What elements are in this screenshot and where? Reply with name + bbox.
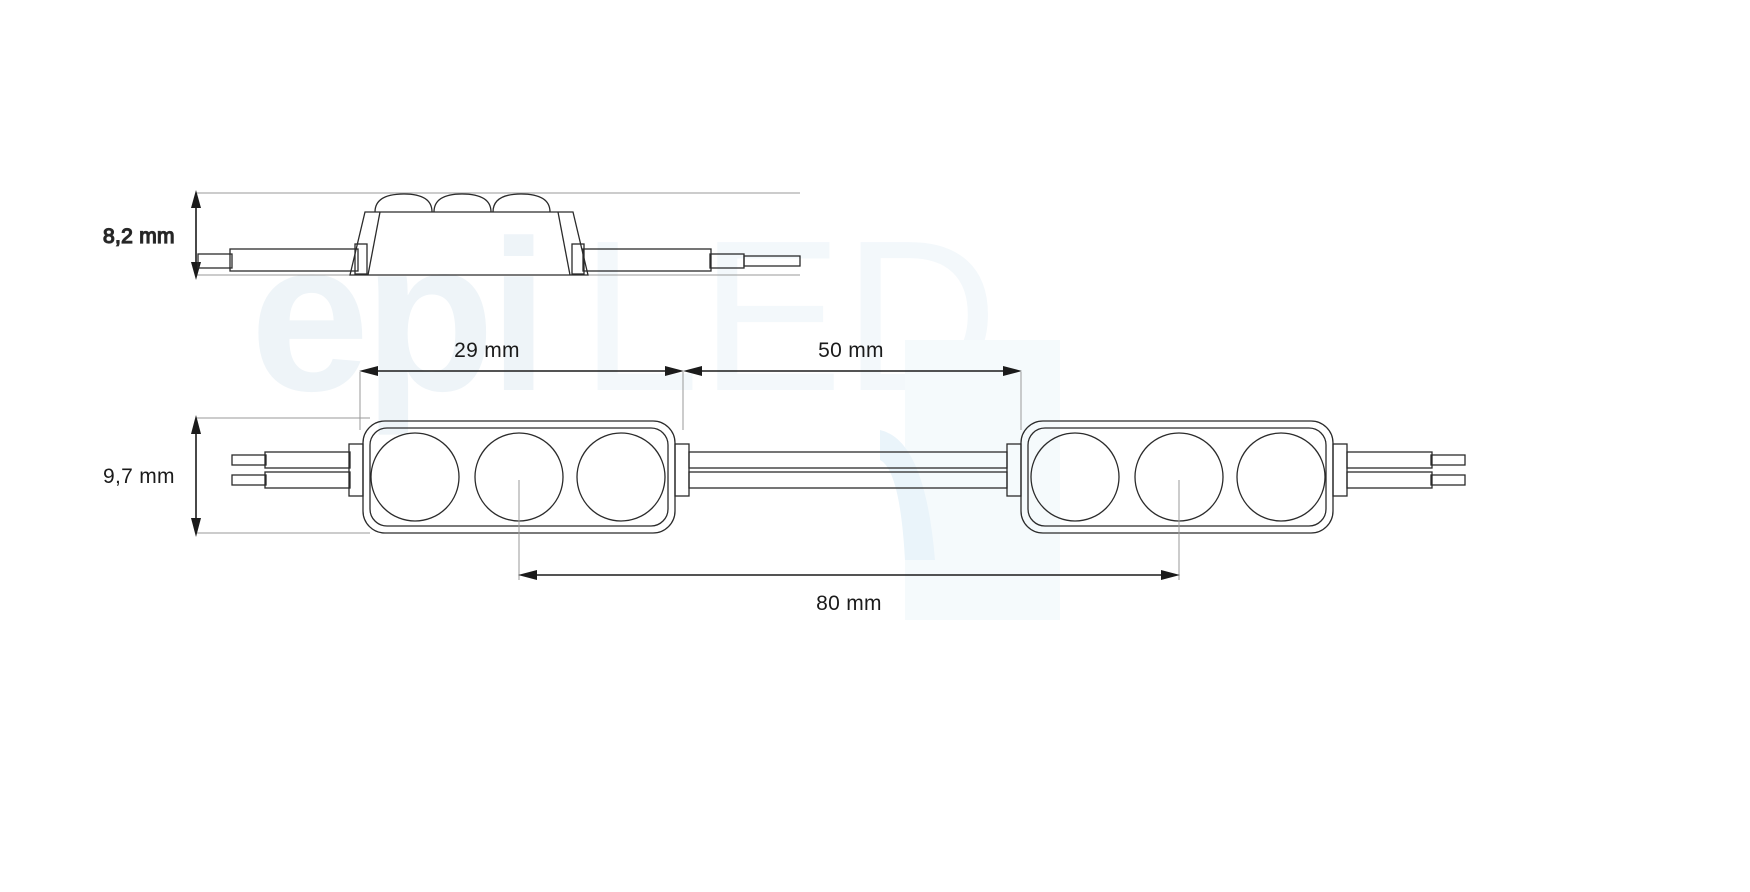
side-view-wire-right xyxy=(571,243,801,275)
module-2-wire-lower-right xyxy=(1346,471,1433,489)
side-view-led-dome-3 xyxy=(492,193,551,213)
module-1-led-3 xyxy=(576,432,666,522)
side-view-group: 8,2 mm xyxy=(102,190,801,280)
arrowhead-right-29 xyxy=(665,366,684,376)
arrowhead-left-80 xyxy=(518,570,537,580)
dimension-module-length xyxy=(359,366,684,376)
side-view-led-dome-2 xyxy=(433,193,492,213)
label-module-length: 29 mm xyxy=(454,339,520,362)
module-1-wire-lower-left xyxy=(264,471,351,489)
module-1-connector-right xyxy=(674,443,690,497)
module-2-wire-tip-lower-right xyxy=(1430,474,1466,486)
module-1-wire-upper-left xyxy=(264,451,351,469)
module-2-led-3 xyxy=(1236,432,1326,522)
arrowhead-up-9-7 xyxy=(191,415,201,434)
module-1-wire-tip-upper-left xyxy=(231,454,267,466)
module-1-wire-right xyxy=(674,443,690,497)
side-view-connector-left xyxy=(354,243,368,275)
module-2-wire-tip-upper-right xyxy=(1430,454,1466,466)
side-view-connector-right xyxy=(571,243,585,275)
module-2-connector-right xyxy=(1332,443,1348,497)
module-2-led-1 xyxy=(1030,432,1120,522)
module-1-connector-left xyxy=(348,443,364,497)
watermark-text-epi: epi xyxy=(250,195,543,436)
watermark: epi LED xyxy=(250,195,1060,620)
module-2-housing-outer xyxy=(1020,420,1334,534)
side-view-wire-body-left xyxy=(229,248,359,272)
top-view-module-2 xyxy=(1006,420,1466,534)
watermark-accent xyxy=(880,430,935,560)
dimension-gap-length xyxy=(683,366,1022,376)
side-view-wire-body-right xyxy=(582,248,712,272)
dimension-pitch-length xyxy=(518,480,1180,580)
side-view-led-dome-1 xyxy=(374,193,433,213)
side-view-body-inner-edge-left xyxy=(367,211,381,276)
label-gap-length: 50 mm xyxy=(818,339,884,362)
side-view-wire-tip-left xyxy=(197,253,233,269)
top-dimensions-group: 29 mm 50 mm xyxy=(359,339,1022,430)
arrowhead-left-50 xyxy=(683,366,702,376)
module-1-wire-left xyxy=(231,443,364,497)
label-height-top-view: 9,7 mm xyxy=(103,465,175,488)
module-2-wire-upper-right xyxy=(1346,451,1433,469)
side-view-wire-left xyxy=(197,243,368,275)
dimension-height-side-view xyxy=(191,190,201,280)
arrowhead-down-9-7 xyxy=(191,518,201,537)
side-view-body-inner-edge-right xyxy=(557,211,571,276)
arrowhead-left-29 xyxy=(359,366,378,376)
label-pitch-length: 80 mm xyxy=(816,592,882,615)
module-2-wire-right xyxy=(1332,443,1466,497)
arrowhead-right-50 xyxy=(1003,366,1022,376)
label-height-side-view: 8,2 mm xyxy=(103,225,175,248)
arrowhead-up-8-2 xyxy=(191,190,201,208)
module-1-wire-tip-lower-left xyxy=(231,474,267,486)
arrowhead-right-80 xyxy=(1161,570,1180,580)
watermark-shape-block xyxy=(905,340,1060,620)
arrowhead-down-8-2 xyxy=(191,262,201,280)
top-view-module-1 xyxy=(231,420,690,534)
module-1-led-1 xyxy=(370,432,460,522)
side-view-wire-end-right xyxy=(743,255,801,267)
side-view-leds xyxy=(374,193,551,213)
dimension-height-top-view xyxy=(191,415,370,537)
module-2-housing-inner xyxy=(1027,427,1327,527)
